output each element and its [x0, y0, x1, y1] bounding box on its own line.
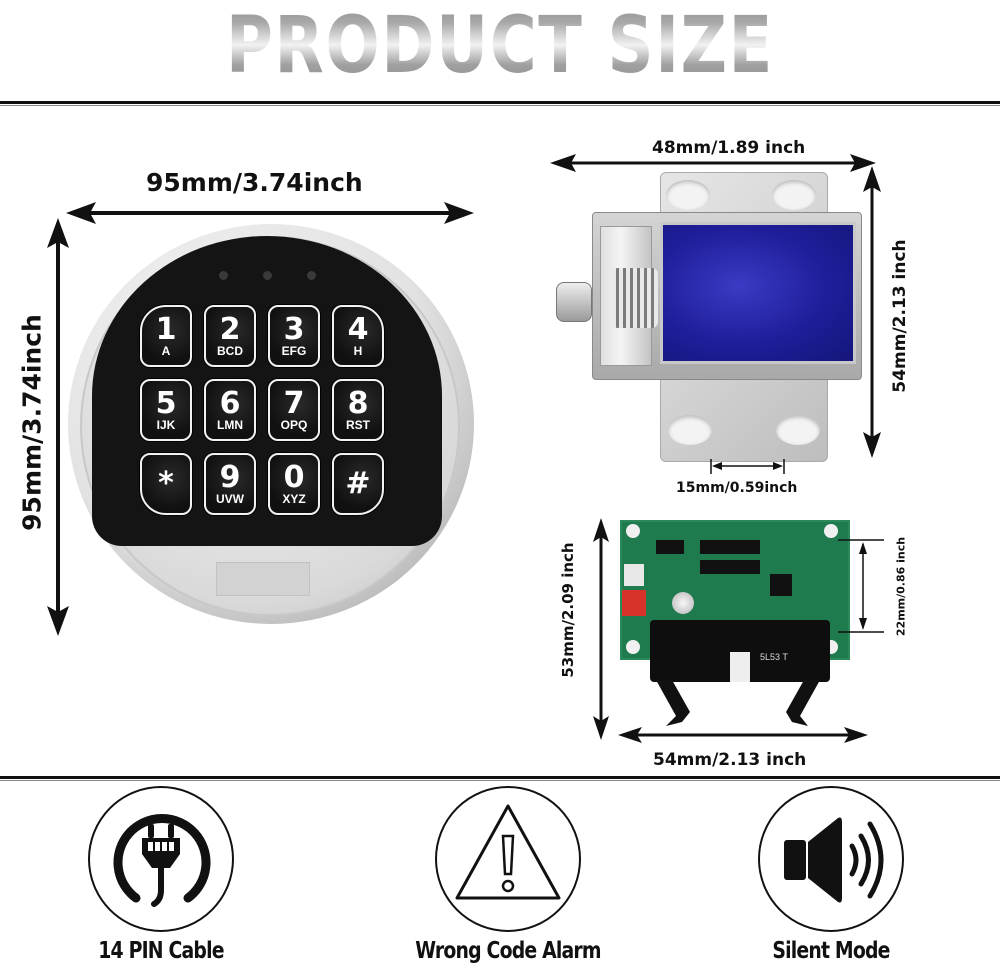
- key-digit: 4: [347, 311, 369, 347]
- led-indicator-2: [263, 271, 272, 280]
- key-letters: OPQ: [280, 417, 308, 432]
- solenoid-coil: [660, 222, 856, 364]
- key-symbol: *: [158, 466, 174, 501]
- key-digit: 9: [219, 459, 241, 495]
- pcb-mount-hole: [626, 640, 640, 654]
- key-letters: UVW: [216, 491, 244, 506]
- pcb-mount-hole: [626, 524, 640, 538]
- key-letters: BCD: [217, 343, 243, 358]
- speaker-icon: [784, 817, 884, 903]
- pcb-white-connector: [624, 564, 644, 586]
- pcb-mount-hole: [824, 524, 838, 538]
- key-symbol: #: [345, 466, 371, 501]
- solenoid-spring: [612, 268, 658, 328]
- feature-label: 14 PIN Cable: [98, 938, 224, 964]
- key-letters: A: [161, 343, 171, 358]
- solenoid-width-label: 48mm/1.89 inch: [652, 138, 806, 158]
- pcb-silkscreen: 5L53 T: [760, 652, 788, 662]
- key-digit: 3: [283, 311, 305, 347]
- feature-silent-mode: Silent Mode: [706, 786, 956, 970]
- key-letters: IJK: [156, 417, 176, 432]
- led-indicator-3: [307, 271, 316, 280]
- bottom-divider: [0, 776, 1000, 781]
- led-indicator-1: [219, 271, 228, 280]
- key-digit: 2: [219, 311, 241, 347]
- feature-wrong-code-alarm: Wrong Code Alarm: [383, 786, 633, 970]
- pcb-chip: [770, 574, 792, 596]
- key-letters: EFG: [281, 343, 307, 358]
- key-digit: 6: [219, 385, 241, 421]
- key-letters: XYZ: [282, 491, 306, 506]
- key-letters: LMN: [217, 417, 243, 432]
- pcb-red-connector: [622, 590, 646, 616]
- top-divider: [0, 101, 1000, 106]
- page-title: PRODUCT SIZE: [90, 0, 910, 91]
- key-hash[interactable]: #: [332, 453, 384, 515]
- feature-label: Wrong Code Alarm: [415, 938, 601, 964]
- mount-hole: [666, 180, 710, 210]
- key-digit: 8: [347, 385, 369, 421]
- feature-label: Silent Mode: [772, 938, 890, 964]
- mount-hole: [668, 415, 712, 445]
- key-letters: RST: [346, 417, 370, 432]
- key-letters: H: [353, 343, 363, 358]
- key-star[interactable]: *: [140, 453, 192, 515]
- pcb-chip: [700, 540, 760, 554]
- lock-display-window: [216, 562, 310, 596]
- mount-hole: [776, 415, 820, 445]
- pcb-capacitor: [672, 592, 694, 614]
- solenoid-hole-spacing-label: 15mm/0.59inch: [676, 480, 798, 496]
- warning-triangle-icon: [455, 804, 561, 900]
- feature-14-pin-cable: 14 PIN Cable: [36, 786, 286, 970]
- key-digit: 0: [283, 459, 305, 495]
- solenoid-plunger-housing: [600, 226, 652, 366]
- key-digit: 1: [155, 311, 177, 347]
- key-digit: 5: [155, 385, 177, 421]
- key-digit: 7: [283, 385, 305, 421]
- pcb-width-label: 54mm/2.13 inch: [653, 750, 807, 770]
- keypad-width-label: 95mm/3.74inch: [146, 168, 363, 197]
- feature-circle: [435, 786, 581, 932]
- solenoid-bolt: [556, 282, 592, 322]
- plug-cable-icon: [113, 814, 211, 907]
- mount-hole: [772, 180, 816, 210]
- pcb-chip: [656, 540, 684, 554]
- pcb-chip: [700, 560, 760, 574]
